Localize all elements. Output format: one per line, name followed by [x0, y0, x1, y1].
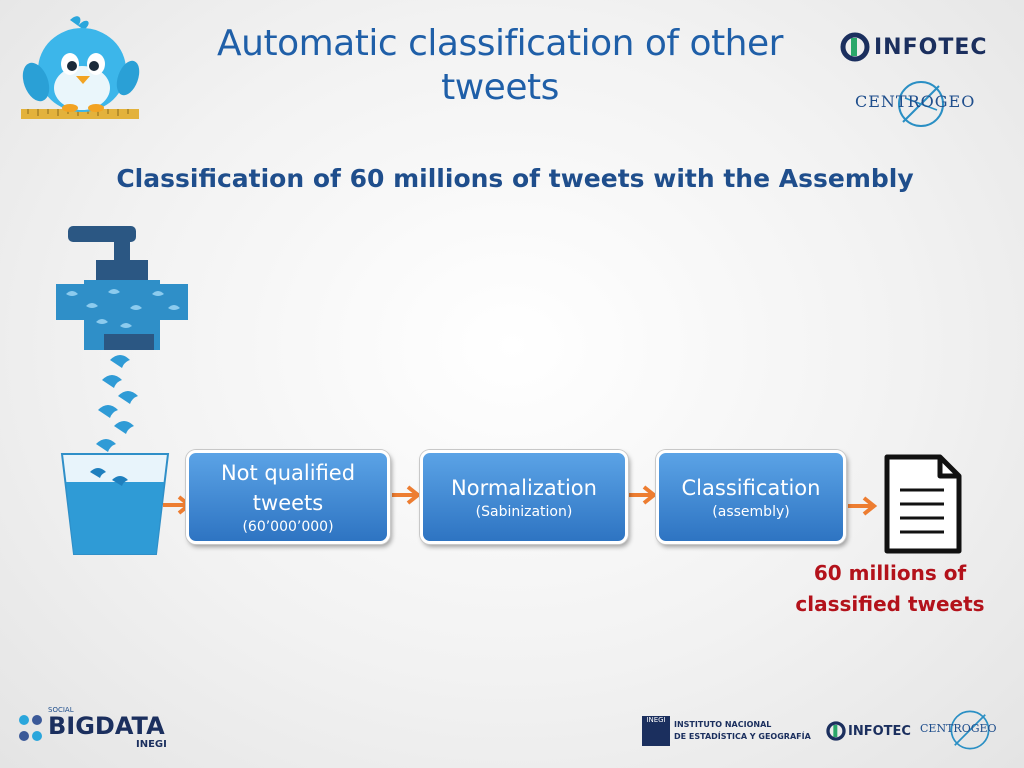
result-label: 60 millions of classified tweets: [790, 558, 990, 620]
inegi-line2: DE ESTADÍSTICA Y GEOGRAFÍA: [674, 732, 811, 741]
inegi-badge-text: INEGI: [646, 716, 666, 724]
twitter-bird-mascot: [21, 16, 140, 119]
centrogeo-footer-logo: CENTROGEO: [918, 708, 1018, 752]
infotec-footer-mark-icon: [826, 721, 846, 741]
infotec-footer-text: INFOTEC: [848, 723, 911, 739]
tweet-glass-icon: [60, 453, 170, 555]
tweet-faucet-icon: [56, 226, 188, 350]
diagram-subtitle: Classification of 60 millions of tweets …: [116, 164, 914, 193]
document-icon: [884, 454, 962, 554]
step-classification-sub: (assembly): [712, 504, 790, 520]
social-network-icons: [19, 715, 42, 741]
inegi-badge: INEGI: [642, 716, 670, 746]
bigdata-logo: SOCIAL BIGDATA INEGI: [18, 706, 178, 752]
page-title: Automatic classification of other tweets: [160, 22, 840, 110]
step-not-qualified-count: (60’000’000): [242, 519, 334, 535]
page-title-line2: tweets: [441, 67, 559, 108]
centrogeo-compass-icon: [898, 81, 944, 127]
falling-tweets-stream: [96, 355, 138, 468]
centrogeo-logo-text: CENTROGEO: [855, 92, 976, 111]
infotec-logo-text: INFOTEC: [874, 34, 988, 60]
bigdata-logo-text: BIGDATA: [48, 712, 165, 740]
inegi-logo: INEGI INSTITUTO NACIONAL DE ESTADÍSTICA …: [642, 716, 820, 746]
page-title-line1: Automatic classification of other: [217, 23, 783, 64]
step-normalization: Normalization (Sabinization): [420, 450, 628, 544]
result-label-line1: 60 millions of: [813, 561, 967, 585]
step-not-qualified-label-line2: tweets: [252, 491, 324, 515]
arrow-icon-step1-to-step2: [392, 485, 422, 505]
centrogeo-logo: CENTROGEO: [855, 78, 995, 130]
step-not-qualified-label-line1: Not qualified: [220, 461, 356, 485]
step-classification: Classification (assembly): [656, 450, 846, 544]
infotec-footer-logo: INFOTEC: [826, 718, 912, 744]
bigdata-small-top: SOCIAL: [48, 706, 74, 714]
infotec-logo: INFOTEC: [840, 30, 990, 64]
centrogeo-footer-text: CENTROGEO: [920, 722, 997, 735]
centrogeo-footer-compass-icon: [950, 710, 990, 750]
step-classification-label: Classification: [681, 476, 821, 500]
arrow-icon-step3-to-document: [848, 496, 878, 516]
bigdata-small-bottom: INEGI: [136, 739, 167, 750]
step-not-qualified-tweets: Not qualified tweets (60’000’000): [186, 450, 390, 544]
arrow-icon-step2-to-step3: [628, 485, 658, 505]
infotec-mark-icon: [840, 32, 870, 62]
step-normalization-sub: (Sabinization): [475, 504, 573, 520]
result-label-line2: classified tweets: [795, 592, 985, 616]
inegi-line1: INSTITUTO NACIONAL: [674, 720, 772, 729]
step-normalization-label: Normalization: [451, 476, 597, 500]
